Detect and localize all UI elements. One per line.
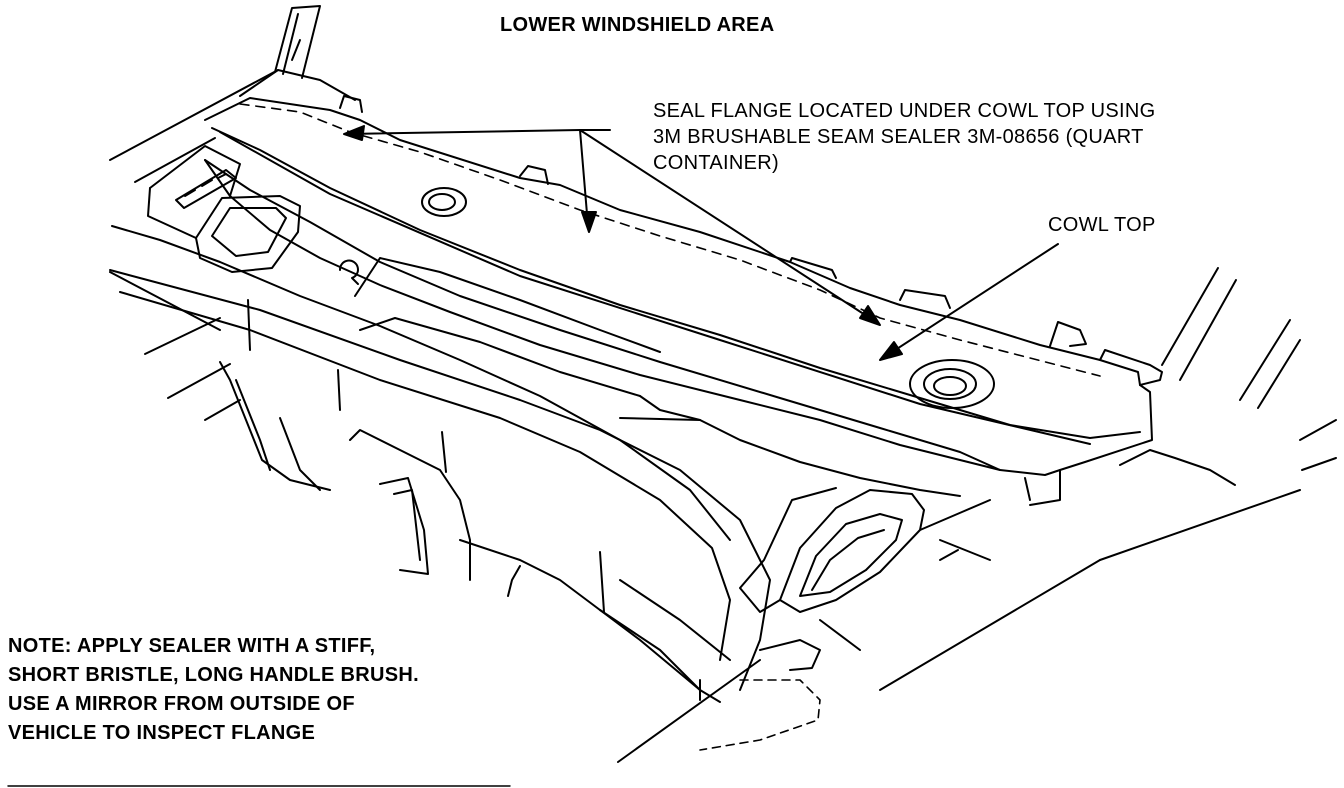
lower-fender-area bbox=[700, 540, 990, 750]
cowl-top-callout: COWL TOP bbox=[1048, 214, 1156, 236]
seal-flange-callout: SEAL FLANGE LOCATED UNDER COWL TOP USING… bbox=[653, 100, 1156, 174]
windshield-pillar bbox=[240, 6, 355, 100]
right-air-inlet bbox=[740, 488, 990, 612]
left-air-inlet bbox=[148, 146, 300, 272]
seal-flange-leader-lines bbox=[344, 126, 880, 325]
diagram-title: LOWER WINDSHIELD AREA bbox=[500, 14, 775, 36]
cowl-top-leader-line bbox=[880, 244, 1058, 360]
body-outline-lines bbox=[110, 70, 1336, 762]
plenum-structure bbox=[110, 226, 770, 702]
sealer-note: NOTE: APPLY SEALER WITH A STIFF, SHORT B… bbox=[8, 635, 420, 744]
